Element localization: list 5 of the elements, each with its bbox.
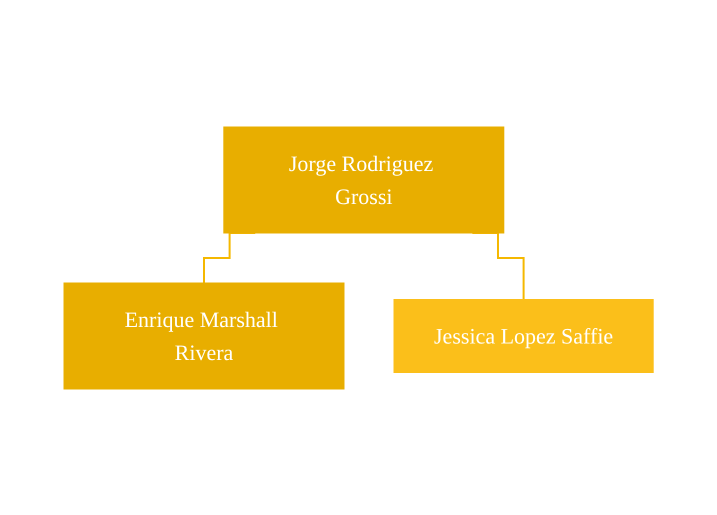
node-box: Enrique Marshall Rivera [63, 282, 344, 389]
node-box: Jessica Lopez Saffie [393, 298, 654, 372]
connector [202, 232, 256, 284]
connector [472, 232, 524, 300]
node-box: Jorge Rodriguez Grossi [223, 126, 504, 233]
